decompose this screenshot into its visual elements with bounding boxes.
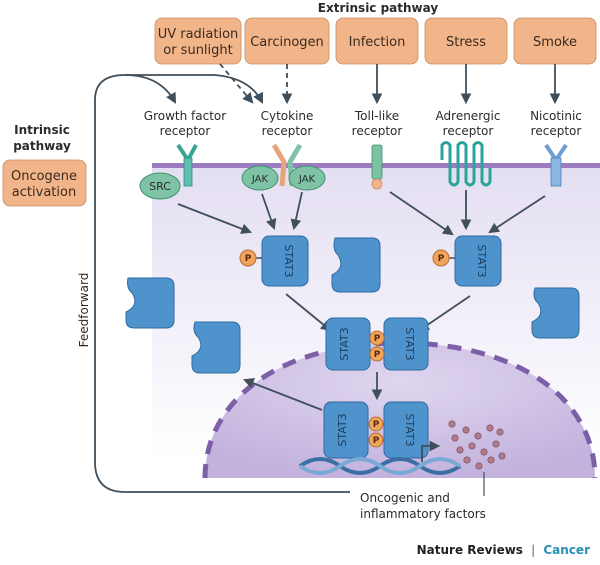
jak-left-label: JAK — [251, 174, 269, 185]
stat3-inactive-4 — [531, 287, 580, 339]
phospho-left-label: P — [245, 254, 252, 264]
journal-credit: Nature Reviews | Cancer — [417, 543, 590, 557]
stat3-inactive-2 — [125, 277, 175, 329]
receptor-cytokine-line1: Cytokine — [261, 109, 314, 123]
arrow-monomer-left-to-dimer — [285, 293, 332, 332]
receptor-cytokine-line2: receptor — [262, 124, 313, 138]
dimer1-phospho-1: P — [374, 334, 381, 344]
stimulus-carcinogen-label: Carcinogen — [250, 35, 324, 50]
stimulus-uv-line1: UV radiation — [158, 27, 239, 42]
transcription-start-arrow — [421, 440, 441, 462]
dimer2-phospho-2: P — [373, 436, 380, 446]
stimulus-uv-box: UV radiation or sunlight — [154, 17, 242, 65]
arrow-toll-to-stat3 — [389, 191, 454, 236]
stat3-inactive-1 — [331, 237, 381, 293]
toll-like-receptor — [371, 144, 383, 190]
stat3-dimer1-a-label: STAT3 — [338, 327, 351, 360]
growth-factor-receptor — [176, 143, 198, 187]
stimulus-stress-box: Stress — [424, 17, 508, 65]
receptor-toll-like-line1: Toll-like — [354, 109, 399, 123]
receptor-adrenergic-line1: Adrenergic — [436, 109, 501, 123]
src-kinase: SRC — [139, 172, 181, 200]
credit-journal: Nature Reviews — [416, 543, 523, 557]
oncogene-activation-box: Oncogene activation — [2, 159, 87, 207]
adrenergic-receptor — [440, 141, 492, 187]
receptor-toll-like-line2: receptor — [352, 124, 403, 138]
feedforward-loop-arrow — [94, 74, 350, 493]
output-label-line1: Oncogenic and — [360, 491, 450, 505]
secreted-factors-dots — [448, 420, 506, 470]
stimulus-infection-box: Infection — [335, 17, 419, 65]
stat3-left-label: STAT3 — [282, 244, 295, 277]
output-label-line2: inflammatory factors — [360, 507, 486, 521]
arrow-uv-to-cytokine — [219, 63, 254, 104]
receptor-nicotinic-line2: receptor — [531, 124, 582, 138]
dimer2-phospho-1: P — [373, 420, 380, 430]
receptor-nicotinic-line1: Nicotinic — [530, 109, 582, 123]
oncogene-line1: Oncogene — [11, 169, 77, 184]
stat3-inactive-3 — [191, 321, 241, 374]
dimer1-phospho-2: P — [374, 350, 381, 360]
jak-kinase-left: JAK — [241, 165, 279, 191]
credit-separator: | — [531, 543, 536, 557]
credit-section: Cancer — [543, 543, 590, 557]
oncogene-line2: activation — [12, 185, 76, 200]
feedforward-label: Feedforward — [77, 273, 91, 348]
arrow-nicotinic-to-stat3 — [488, 195, 546, 234]
receptor-growth-factor-line2: receptor — [160, 124, 211, 138]
stat3-monomer-left: STAT3 P — [239, 235, 309, 287]
phospho-right-label: P — [438, 254, 445, 264]
stat3-dimer-cytoplasm: STAT3 STAT3 P P — [325, 317, 429, 371]
stimulus-infection-label: Infection — [349, 35, 406, 50]
src-label: SRC — [149, 180, 171, 193]
intrinsic-pathway-title-line2: pathway — [13, 139, 71, 153]
nicotinic-receptor — [544, 143, 568, 187]
stimulus-smoke-box: Smoke — [513, 17, 597, 65]
stat3-dimer-nucleus: STAT3 STAT3 P P — [323, 401, 429, 459]
jak-kinase-right: JAK — [288, 165, 326, 191]
feedforward-to-growth-factor-arrow — [124, 74, 177, 104]
arrow-jak-right-to-stat3 — [290, 191, 303, 231]
stimulus-stress-label: Stress — [446, 35, 486, 50]
dna-helix — [298, 457, 462, 475]
arrow-jak-left-to-stat3 — [261, 193, 277, 231]
jak-right-label: JAK — [298, 174, 316, 185]
stimulus-carcinogen-box: Carcinogen — [244, 17, 330, 65]
stat3-monomer-right: STAT3 P — [432, 235, 502, 287]
receptor-growth-factor-line1: Growth factor — [144, 109, 226, 123]
arrow-src-to-stat3 — [177, 203, 253, 234]
stat3-dimer1-b-label: STAT3 — [403, 327, 416, 360]
stat3-dimer2-a-label: STAT3 — [336, 413, 349, 446]
stat3-dimer2-b-label: STAT3 — [403, 413, 416, 446]
receptor-adrenergic-line2: receptor — [443, 124, 494, 138]
intrinsic-pathway-title-line1: Intrinsic — [14, 123, 70, 137]
extrinsic-pathway-title: Extrinsic pathway — [318, 1, 439, 15]
stimulus-uv-line2: or sunlight — [163, 43, 233, 58]
stimulus-smoke-label: Smoke — [533, 35, 577, 50]
stat3-right-label: STAT3 — [475, 244, 488, 277]
arrow-nucleus-to-cytoplasm — [242, 378, 323, 411]
